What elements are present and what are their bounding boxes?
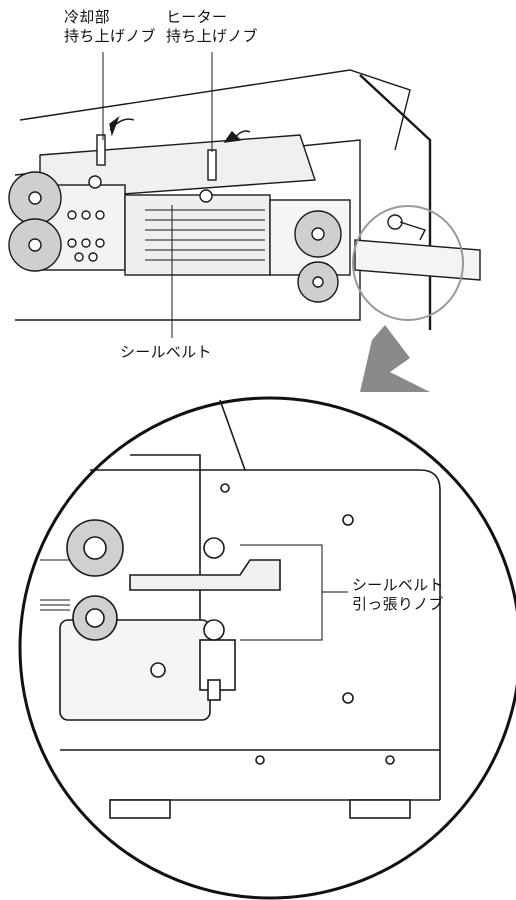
cooling-knob-label-line2: 持ち上げノブ <box>64 27 156 45</box>
overview-roller-left <box>8 171 62 272</box>
tension-knob-icon <box>150 537 225 701</box>
tension-knob-label-line1: シールベルト <box>352 576 444 594</box>
cooling-knob-icon <box>88 134 106 189</box>
zoom-arrow-icon <box>360 325 430 392</box>
heater-knob-label-line1: ヒーター <box>166 8 228 26</box>
overview-machine <box>8 52 481 338</box>
detail-roller-lower <box>72 595 118 641</box>
tension-knob-label-line2: 引っ張りノブ <box>352 595 444 613</box>
seal-belt-label: シールベルト <box>120 343 212 362</box>
heater-knob-label-line2: 持ち上げノブ <box>166 27 258 45</box>
heater-knob-label: ヒーター 持ち上げノブ <box>166 8 258 46</box>
overview-roller-right <box>294 210 342 303</box>
detail-circle <box>18 396 516 900</box>
detail-callout-circle <box>352 205 464 321</box>
cooling-knob-label-line1: 冷却部 <box>64 8 110 26</box>
tension-knob-label: シールベルト 引っ張りノブ <box>352 576 444 614</box>
detail-view <box>18 396 516 900</box>
cooling-knob-label: 冷却部 持ち上げノブ <box>64 8 156 46</box>
detail-roller-upper <box>66 519 124 577</box>
overview-side-bracket <box>354 214 481 281</box>
seal-belt-label-text: シールベルト <box>120 343 212 361</box>
